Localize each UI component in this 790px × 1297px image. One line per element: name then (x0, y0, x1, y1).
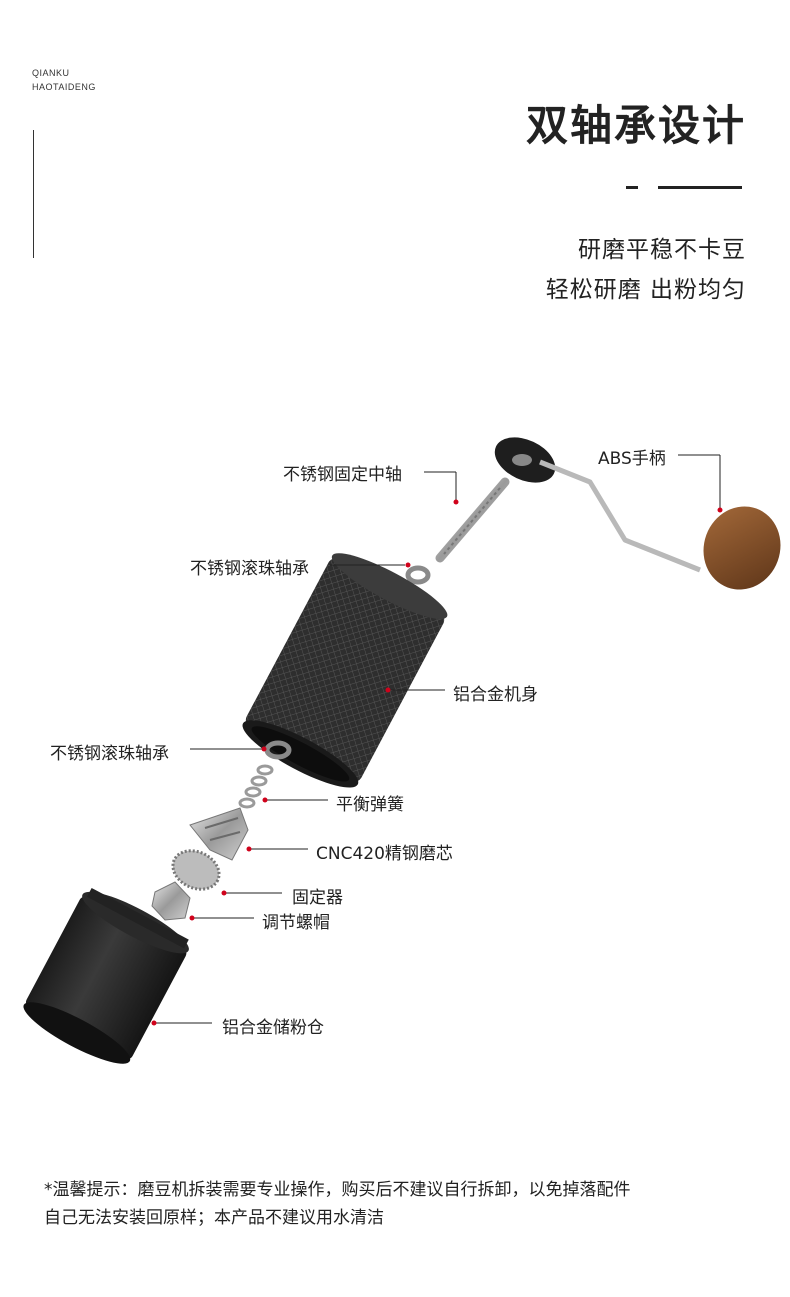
title-dash-short (626, 186, 638, 189)
grinder-exploded-diagram (23, 437, 781, 1064)
label-burr: CNC420精钢磨芯 (316, 844, 453, 864)
top-bearing (405, 565, 431, 585)
central-shaft (435, 477, 510, 563)
page-title: 双轴承设计 (525, 101, 746, 150)
handle-assembly (494, 437, 781, 590)
powder-canister (23, 887, 189, 1064)
brand-line-2: HAOTAIDENG (32, 82, 96, 92)
label-bearing-top: 不锈钢滚珠轴承 (190, 559, 309, 579)
handle-arm (539, 459, 701, 573)
subtitle-1: 研磨平稳不卡豆 (578, 237, 746, 263)
title-dash-long (658, 186, 742, 189)
label-body: 铝合金机身 (453, 685, 538, 705)
outer-burr-ring (171, 849, 221, 891)
label-spring: 平衡弹簧 (336, 795, 404, 815)
adjust-nut (151, 881, 191, 921)
label-shaft: 不锈钢固定中轴 (283, 465, 402, 485)
label-canister: 铝合金储粉仓 (222, 1018, 324, 1038)
label-handle: ABS手柄 (598, 449, 666, 469)
marker-dots (151, 499, 723, 1026)
leader-lines (155, 454, 721, 1024)
decorative-vertical-line (33, 130, 34, 258)
brand-mark: QIANKU HAOTAIDENG (32, 66, 96, 94)
balance-spring (238, 764, 274, 809)
bottom-bearing (264, 740, 292, 760)
label-fixer: 固定器 (292, 888, 343, 908)
note-line-1: *温馨提示：磨豆机拆装需要专业操作，购买后不建议自行拆卸，以免掉落配件 (44, 1180, 631, 1200)
brand-line-1: QIANKU (32, 68, 70, 78)
note-line-2: 自己无法安装回原样；本产品不建议用水清洁 (44, 1208, 384, 1228)
handle-cap-center (512, 454, 532, 466)
handle-knob (703, 506, 781, 590)
subtitle-2: 轻松研磨 出粉均匀 (545, 277, 746, 303)
warning-note: *温馨提示：磨豆机拆装需要专业操作，购买后不建议自行拆卸，以免掉落配件 自己无法… (44, 1176, 631, 1232)
label-bearing-bottom: 不锈钢滚珠轴承 (50, 744, 169, 764)
steel-burr (189, 807, 249, 861)
label-nut: 调节螺帽 (262, 913, 330, 933)
grinder-body (242, 553, 448, 788)
